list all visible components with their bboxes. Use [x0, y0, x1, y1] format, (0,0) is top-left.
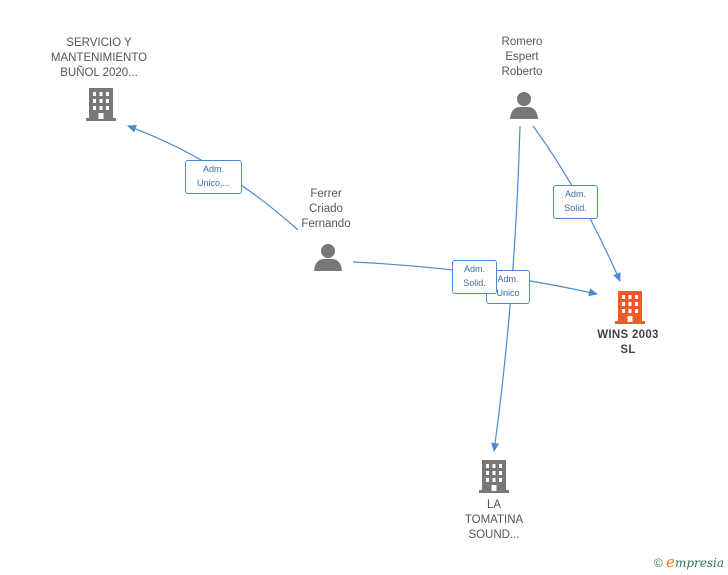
brand-initial: e — [666, 553, 675, 571]
brand-name: mpresia — [674, 556, 724, 570]
footer-brand[interactable]: © empresia — [654, 553, 724, 571]
node-wins-label: WINS 2003 SL — [597, 329, 659, 356]
node-romero[interactable]: Romero Espert Roberto — [476, 35, 568, 80]
building-icon — [479, 460, 509, 493]
edge-label-ferrer-wins[interactable]: Adm. Solid. — [452, 260, 497, 294]
node-romero-label: Romero Espert Roberto — [501, 36, 543, 78]
edge-label-romero-wins[interactable]: Adm. Solid. — [553, 185, 598, 219]
node-servicio[interactable]: SERVICIO Y MANTENIMIENTO BUÑOL 2020... — [38, 36, 160, 81]
person-icon — [510, 92, 538, 119]
edge-label-ferrer-servicio[interactable]: Adm. Unico,... — [185, 160, 242, 194]
person-icon — [314, 244, 342, 271]
building-icon — [86, 88, 116, 121]
node-ferrer[interactable]: Ferrer Criado Fernando — [280, 187, 372, 232]
node-wins[interactable]: WINS 2003 SL — [582, 328, 674, 358]
node-tomatina-label: LA TOMATINA SOUND... — [464, 499, 524, 541]
node-ferrer-label: Ferrer Criado Fernando — [301, 188, 351, 230]
copyright-icon: © — [653, 556, 663, 570]
building-icon — [615, 291, 645, 324]
node-servicio-label: SERVICIO Y MANTENIMIENTO BUÑOL 2020... — [50, 37, 148, 79]
node-tomatina[interactable]: LA TOMATINA SOUND... — [448, 498, 540, 543]
